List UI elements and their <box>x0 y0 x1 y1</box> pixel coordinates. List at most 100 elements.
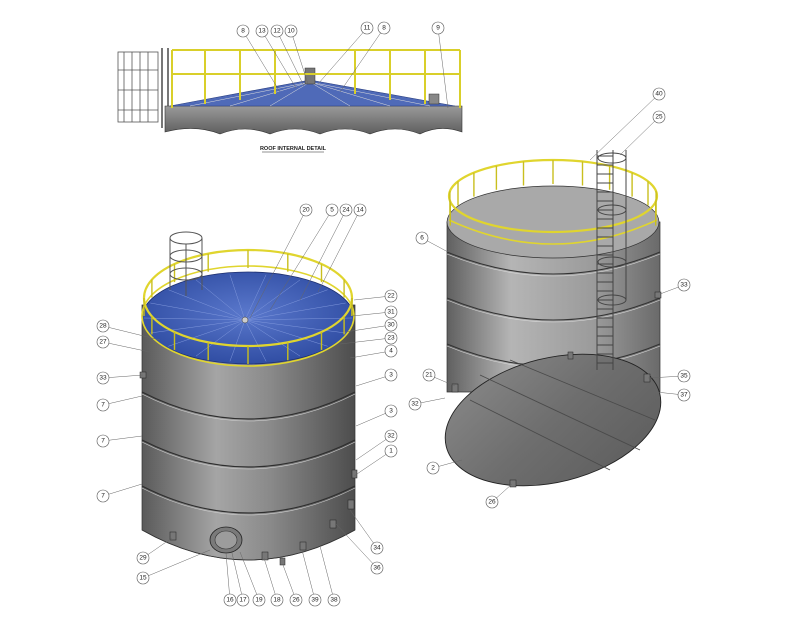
callout-bubble <box>96 489 110 503</box>
callout-label: 40 <box>655 91 663 98</box>
callout-label: 20 <box>302 207 310 214</box>
callout-bubble <box>252 593 266 607</box>
callout-bubble <box>408 397 422 411</box>
callout-bubble <box>677 278 691 292</box>
right-tank-bottom-plate <box>444 353 662 487</box>
callout-c32b: 32 <box>408 397 446 411</box>
callout-bubble <box>96 335 110 349</box>
callout-c31: 31 <box>351 305 398 319</box>
callout-label: 10 <box>287 28 295 35</box>
detail-ladder-cage <box>117 48 169 128</box>
callout-label: 13 <box>258 28 266 35</box>
callout-label: 26 <box>488 499 496 506</box>
callout-c16: 16 <box>223 552 237 607</box>
callout-label: 28 <box>99 323 107 330</box>
callout-bubble <box>370 541 384 555</box>
callout-bubble <box>652 110 666 124</box>
callout-bubble <box>339 203 353 217</box>
callout-bubble <box>255 24 269 38</box>
left-tank-roof-rafters <box>143 274 353 362</box>
callout-c20: 20 <box>249 203 313 319</box>
callout-label: 15 <box>139 575 147 582</box>
callout-c27: 27 <box>96 335 151 353</box>
callout-label: 7 <box>101 438 105 445</box>
callout-c39: 39 <box>301 549 322 607</box>
callout-leader <box>589 93 660 161</box>
callout-label: 18 <box>273 597 281 604</box>
callout-bubble <box>431 21 445 35</box>
callout-c25: 25 <box>619 110 666 156</box>
callout-c15: 15 <box>136 549 211 585</box>
detail-title: ROOF INTERNAL DETAIL <box>260 146 327 152</box>
callout-c7b: 7 <box>96 434 143 448</box>
callout-label: 9 <box>436 25 440 32</box>
callout-c9: 9 <box>431 21 449 109</box>
callout-c17: 17 <box>231 552 250 607</box>
callout-c1: 1 <box>353 444 398 477</box>
callout-label: 26 <box>292 597 300 604</box>
callout-label: 37 <box>680 392 688 399</box>
callout-label: 24 <box>342 207 350 214</box>
callout-bubble <box>415 231 429 245</box>
callout-label: 7 <box>101 493 105 500</box>
callout-c22: 22 <box>353 289 398 303</box>
callout-leader <box>349 509 378 549</box>
callout-leader <box>349 350 392 359</box>
callout-c19: 19 <box>239 551 266 607</box>
callout-leader <box>351 311 392 317</box>
callout-bubble <box>236 593 250 607</box>
callout-bubble <box>308 593 322 607</box>
left-tank-manway <box>209 526 243 554</box>
right-tank-ladder <box>596 150 627 370</box>
callout-c13: 13 <box>255 24 297 89</box>
callout-label: 31 <box>387 309 395 316</box>
callout-label: 27 <box>99 339 107 346</box>
callout-bubble <box>677 388 691 402</box>
callout-label: 23 <box>387 335 395 342</box>
callout-label: 22 <box>387 293 395 300</box>
callout-label: 8 <box>241 28 245 35</box>
callout-bubble <box>96 398 110 412</box>
callout-bubble <box>270 24 284 38</box>
callout-c2: 2 <box>426 459 463 475</box>
callout-bubble <box>236 24 250 38</box>
callout-label: 38 <box>330 597 338 604</box>
callout-leader <box>355 410 392 427</box>
callout-leader <box>231 552 244 601</box>
roof-internal-detail: ROOF INTERNAL DETAIL <box>117 48 463 153</box>
callout-bubble <box>360 21 374 35</box>
callout-label: 30 <box>387 322 395 329</box>
callout-c8b: 8 <box>339 21 391 93</box>
callout-c3a: 3 <box>355 368 398 387</box>
callout-leader <box>225 552 231 601</box>
callout-leader <box>317 209 361 293</box>
callout-label: 3 <box>389 372 393 379</box>
detail-railing <box>171 49 461 108</box>
right-tank-railing-posts <box>449 160 657 226</box>
callout-leader <box>102 395 143 406</box>
callout-c3b: 3 <box>355 404 398 427</box>
callout-leader <box>242 30 281 93</box>
callout-bubble <box>384 429 398 443</box>
callout-c7c: 7 <box>96 483 143 503</box>
callout-leader <box>263 557 278 601</box>
callout-label: 3 <box>389 408 393 415</box>
callout-label: 8 <box>382 25 386 32</box>
detail-rafters <box>189 81 431 107</box>
callout-c32a: 32 <box>355 429 398 461</box>
callout-c24: 24 <box>299 203 353 301</box>
callout-label: 32 <box>411 401 419 408</box>
callout-leader <box>239 551 260 601</box>
callout-label: 17 <box>239 597 247 604</box>
callout-leader <box>619 116 660 156</box>
callout-bubble <box>485 495 499 509</box>
callout-c34: 34 <box>349 509 384 555</box>
callout-label: 5 <box>330 207 334 214</box>
callout-c23: 23 <box>339 331 398 345</box>
callout-c11: 11 <box>317 21 374 85</box>
callout-bubble <box>384 331 398 345</box>
callout-c30: 30 <box>344 318 398 333</box>
callout-label: 2 <box>431 465 435 472</box>
callout-c26a: 26 <box>282 564 303 607</box>
